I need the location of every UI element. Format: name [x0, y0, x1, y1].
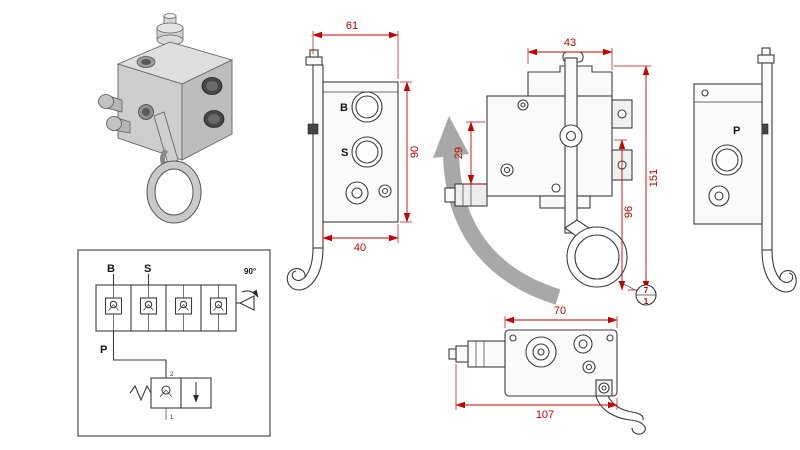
- port-s-label: S: [341, 147, 348, 159]
- svg-text:29: 29: [453, 147, 465, 159]
- svg-text:70: 70: [554, 305, 566, 317]
- rotation-symbol: 90°: [236, 267, 259, 311]
- bottom-plug: [448, 340, 506, 368]
- ring-handle-3d: [146, 111, 202, 224]
- top-cap: [156, 13, 184, 46]
- dimension-40: 40: [322, 224, 399, 254]
- dimension-61: 61: [312, 20, 399, 79]
- handle-edge: [595, 395, 646, 435]
- balloon-callout: 7 1: [617, 280, 657, 306]
- port-p-label: P: [733, 125, 740, 137]
- port-b-label: B: [340, 102, 348, 114]
- svg-text:96: 96: [623, 206, 635, 218]
- lever-plate: [286, 49, 324, 291]
- pilot-port-2-label: 2: [170, 372, 174, 378]
- dimension-43: 43: [527, 37, 613, 70]
- svg-text:151: 151: [648, 169, 660, 187]
- lever-plate-right: [757, 47, 797, 293]
- svg-text:43: 43: [564, 37, 576, 49]
- svg-text:1: 1: [644, 297, 649, 306]
- front-view: 43 29 151 96 7 1: [433, 37, 660, 306]
- check-valve-block: [95, 284, 237, 332]
- dimension-90: 90: [400, 81, 421, 223]
- dimension-96: 96: [614, 139, 635, 291]
- schematic-view: B S: [77, 249, 271, 437]
- svg-text:40: 40: [354, 242, 366, 254]
- schematic-port-p-label: P: [100, 344, 107, 356]
- schematic-port-b-label: B: [107, 263, 115, 275]
- svg-text:7: 7: [644, 286, 649, 295]
- side-view-right: P: [693, 47, 797, 293]
- pilot-port-1-label: 1: [170, 415, 174, 421]
- svg-text:90: 90: [409, 146, 421, 158]
- pilot-valve: 2 1: [129, 372, 212, 421]
- svg-text:107: 107: [536, 409, 554, 421]
- dimension-70: 70: [504, 305, 618, 328]
- rotation-angle-label: 90°: [244, 267, 256, 276]
- svg-text:61: 61: [346, 20, 358, 32]
- spring-symbol: [129, 384, 152, 402]
- dimension-107: 107: [455, 364, 618, 421]
- bottom-view: 70 107: [448, 305, 646, 435]
- rotation-arrow: [433, 116, 561, 305]
- valve-body-front: [444, 65, 633, 209]
- isometric-view: [98, 13, 234, 224]
- side-view-left: B S 61 90 40: [286, 20, 421, 291]
- dimension-29: 29: [453, 121, 485, 185]
- schematic-port-s-label: S: [144, 263, 151, 275]
- lever-and-ring: [559, 51, 628, 288]
